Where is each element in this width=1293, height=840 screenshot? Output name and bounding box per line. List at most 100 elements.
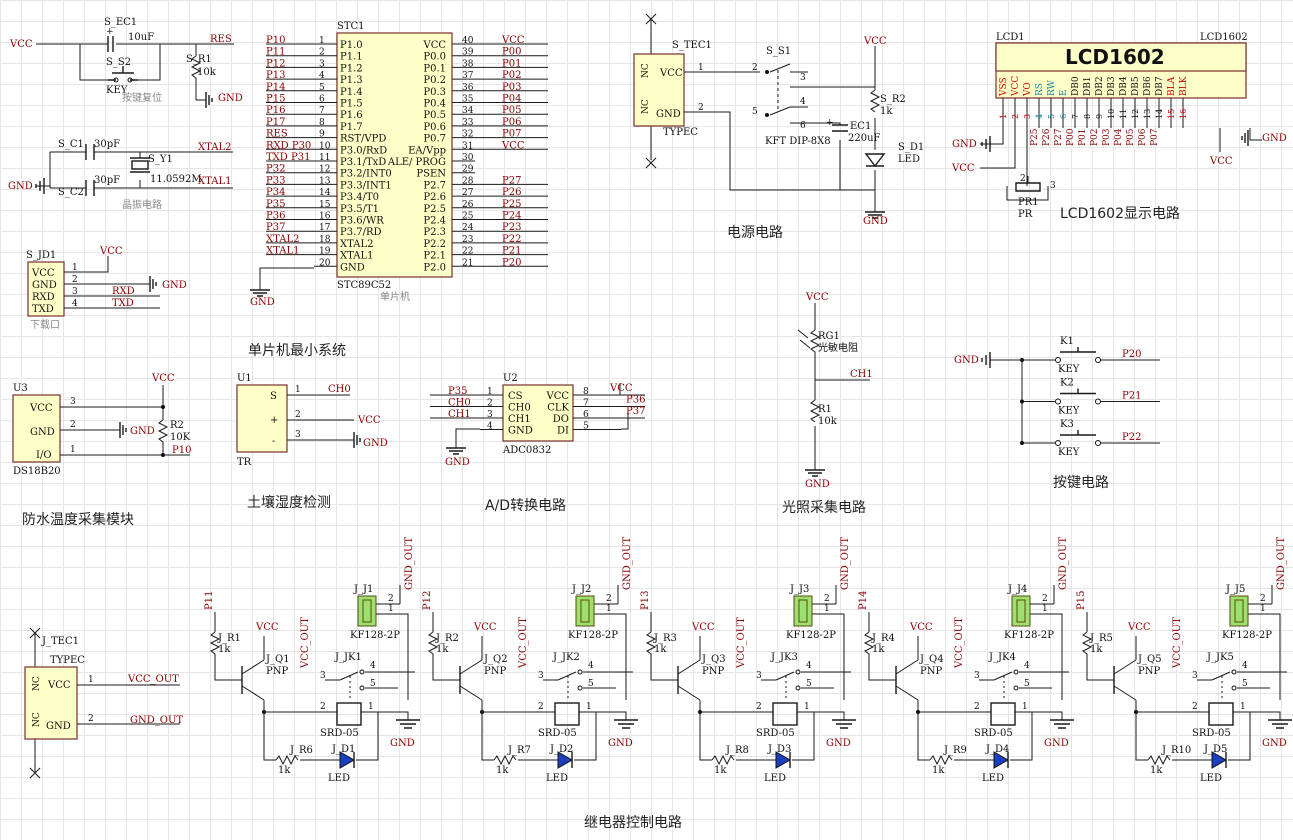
mcu-pin-num: 27 (462, 188, 474, 198)
lcd-pin-name: RS (1035, 83, 1045, 96)
power-conn-ref: S_TEC1 (672, 40, 712, 51)
mcu-pin-num: 17 (319, 223, 331, 233)
key-contact (1055, 357, 1061, 363)
lcd-pin-num: 4 (1035, 114, 1044, 119)
junction-dot (262, 710, 266, 714)
key-ref: K3 (1060, 419, 1074, 430)
relay-pin-num: 1 (368, 702, 374, 712)
ds18b20-pin-vcc: VCC (29, 403, 53, 414)
relay-pin-num: 1 (1260, 604, 1266, 614)
mcu-pin-net: P16 (266, 105, 285, 116)
relay-led-res-ref: J_R9 (943, 745, 967, 756)
jtec-ref: J_TEC1 (41, 636, 79, 647)
svg-text:2: 2 (1020, 174, 1026, 184)
relay-pin-num: 5 (588, 679, 594, 689)
lcd-pin-name: DB1 (1083, 76, 1093, 96)
temperature-module: U3 DS18B20 VCC GND I/O 3 2 1 R2 10K GND … (12, 373, 191, 477)
relay-led-symbol (1211, 751, 1228, 769)
lcd-bl-gnd-label: GND (1262, 133, 1287, 144)
relay-pin-num: 1 (388, 604, 394, 614)
lcd-pin-net: P01 (1078, 128, 1088, 146)
mcu-pin-name: P2.0 (423, 262, 446, 273)
mcu-pin-name: EA/Vpp (408, 145, 446, 156)
lcd-pin-name: DB4 (1119, 76, 1129, 96)
lcd-pin-net: P07 (1150, 128, 1160, 146)
relay-connector-ref: J_J2 (571, 584, 591, 595)
soil-pin-s: S (270, 391, 277, 402)
relay-ref: J_JK4 (988, 652, 1016, 663)
lcd-title: LCD1602 (1065, 45, 1165, 69)
ds18b20-pin-io: I/O (36, 450, 52, 461)
relay-part: SRD-05 (538, 728, 577, 739)
mcu-pin-name: P1.6 (340, 110, 363, 121)
svg-text:2: 2 (752, 63, 758, 73)
lcd-pin-num: 15 (1167, 109, 1176, 119)
lcd-pin-net: P25 (1030, 128, 1040, 146)
c1-ref: S_C1 (58, 139, 84, 150)
mcu-pin-num: 24 (462, 223, 474, 233)
power-pin-vcc: VCC (659, 68, 683, 79)
power-res-ref: S_R2 (880, 94, 906, 105)
xtal1-net-label: XTAL1 (198, 176, 231, 187)
relay-res-ref: J_R2 (435, 633, 459, 644)
relay-power-connector: J_TEC1 TYPEC VCC GND NC NC 1 2 VCC_OUT G… (24, 627, 183, 779)
reset-switch-ref: S_S2 (106, 57, 131, 68)
relay-led-symbol (775, 751, 792, 769)
mcu-pin-name: P1.5 (340, 99, 363, 110)
jtec-nc-1: NC (32, 676, 42, 691)
adc-pin-num: 4 (487, 422, 493, 432)
mcu-pin-num: 26 (462, 200, 474, 210)
relay-led-val: LED (328, 773, 350, 784)
mcu-subcaption: 单片机 (380, 290, 410, 303)
adc-pin-num: 2 (487, 399, 493, 409)
crystal-circuit: S_C1 30pF S_C2 30pF S_Y1 11.0592M 晶振电路 X… (8, 139, 233, 211)
mcu-pin-num: 25 (462, 212, 474, 222)
mcu-pin-num: 10 (319, 141, 331, 151)
relay-vcc-label: VCC (473, 622, 497, 633)
mcu-pin-net: P14 (266, 82, 285, 93)
mcu-pin-num: 18 (319, 235, 331, 245)
soil-gnd-label: GND (363, 438, 388, 449)
mcu-pin-num: 34 (462, 106, 474, 116)
relay-res-ref: J_R4 (871, 633, 895, 644)
mcu-pin-name: P2.7 (423, 180, 446, 191)
relay-input-net: P15 (1076, 591, 1087, 610)
relay-pin-num: 1 (1042, 604, 1048, 614)
lcd-pin-name: DB7 (1155, 76, 1165, 96)
download-num-4: 4 (72, 299, 78, 309)
adc-chip: U2 ADC0832 GND CS1P35CH02CH0CH13CH1GND4V… (430, 373, 645, 468)
pot-ref: PR1 (1018, 197, 1039, 208)
relay-terminal-inner (1234, 599, 1244, 623)
relay-transistor-ref: J_Q2 (483, 654, 508, 665)
mcu-pin-net: P23 (502, 222, 521, 233)
svg-text:1: 1 (698, 63, 704, 73)
relay-coil (772, 702, 798, 726)
mcu-pin-name: PSEN (416, 169, 446, 180)
mcu-pin-net: P20 (502, 257, 521, 268)
lcd-pin-name: DB6 (1143, 76, 1153, 96)
adc-pin-num: 6 (583, 410, 589, 420)
relay-vcc-label: VCC (255, 622, 279, 633)
power-caption: 电源电路 (727, 225, 783, 241)
download-subcaption: 下载口 (30, 319, 60, 331)
mcu-pin-num: 15 (319, 200, 331, 210)
lcd-pin-net: P05 (1126, 128, 1136, 146)
power-switch-part: KFT DIP-8X8 (765, 136, 831, 147)
key-contact (1055, 398, 1061, 405)
crystal-gnd-label: GND (8, 181, 33, 192)
ds18b20-num-2: 2 (70, 420, 76, 430)
mcu-pin-net: P03 (502, 82, 521, 93)
junction-dot (1134, 710, 1138, 714)
relay-input-net: P13 (640, 591, 651, 610)
mcu-pin-net: RES (266, 129, 288, 140)
lcd-pin-num: 1 (999, 114, 1008, 119)
relay-pin-num: 2 (1192, 702, 1198, 712)
mcu-pin-net: P05 (502, 105, 521, 116)
mcu-pin-name: VCC (422, 40, 446, 51)
mcu-pin-num: 1 (319, 36, 325, 46)
relay-pin-num: 2 (538, 702, 544, 712)
soil-pin-plus: + (270, 415, 278, 426)
relay-gnd-label: GND (826, 738, 851, 749)
lcd-pin-net: P27 (1054, 128, 1064, 146)
